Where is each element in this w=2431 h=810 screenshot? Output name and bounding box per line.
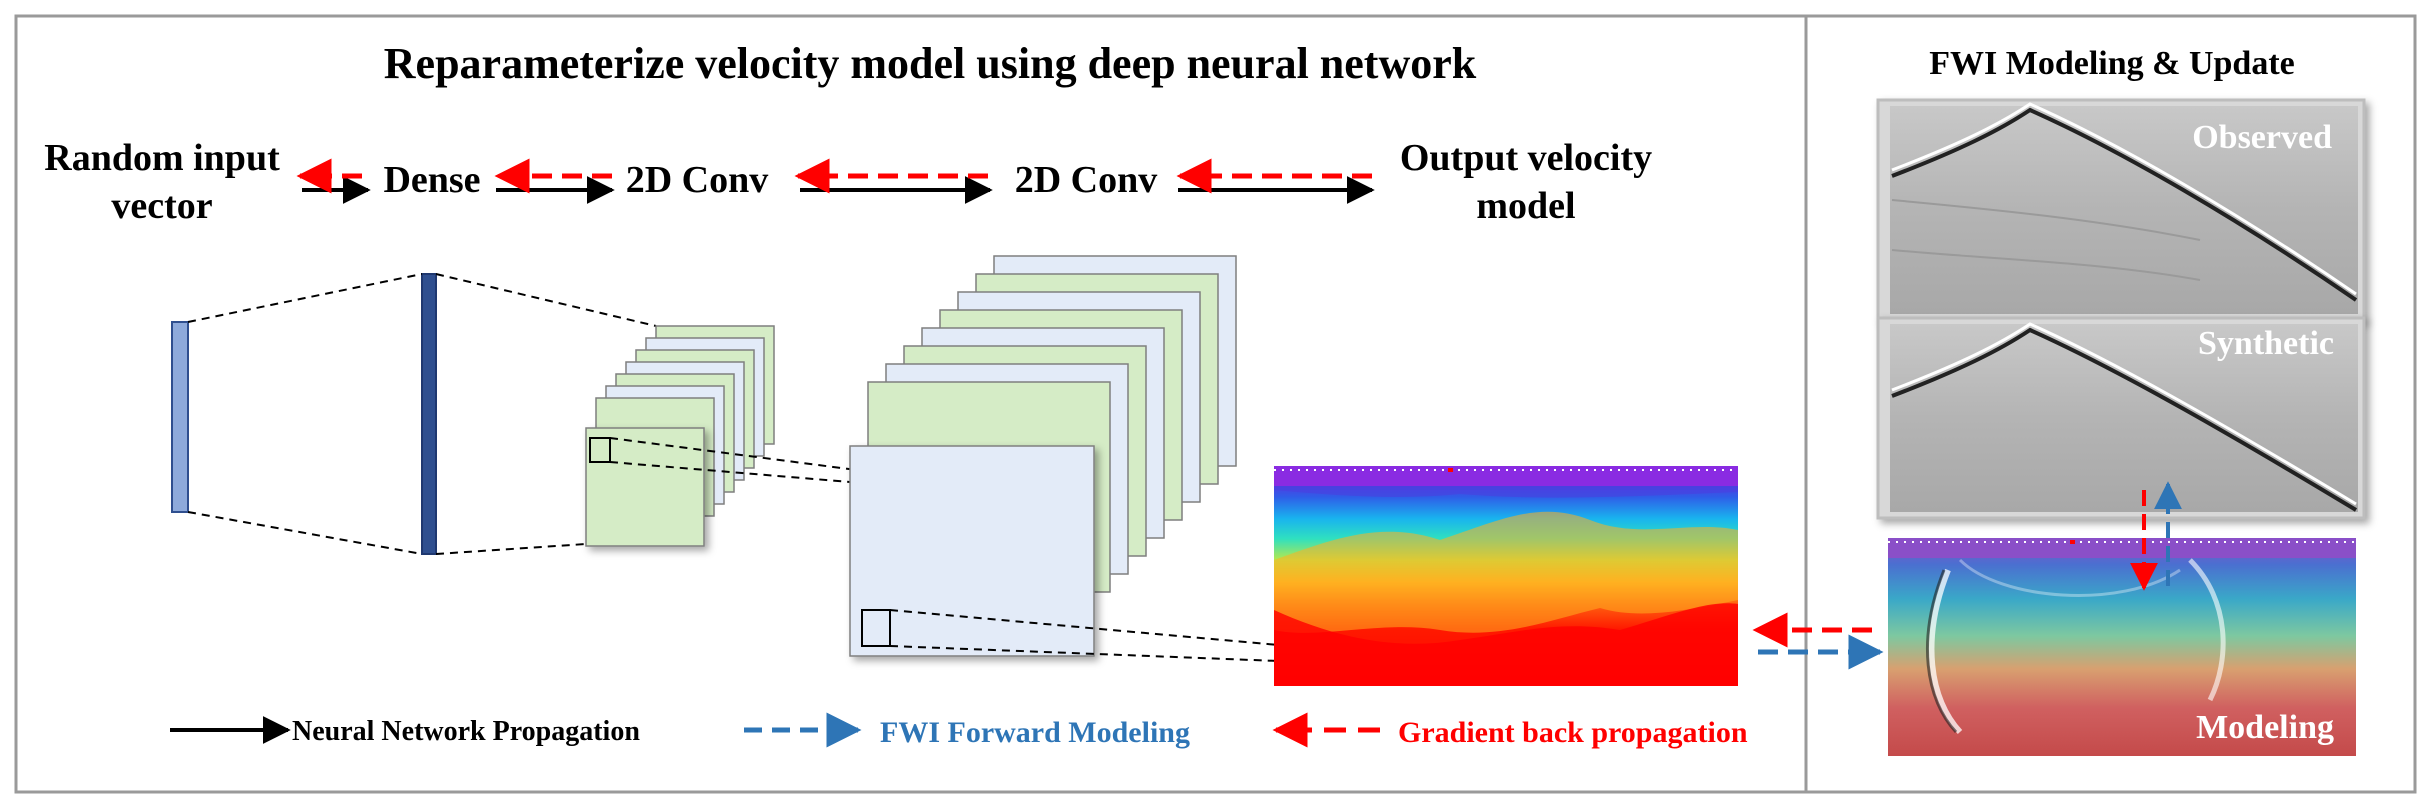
legend: Neural Network Propagation FWI Forward M…: [170, 712, 1748, 749]
kernel-connector-bottom: [609, 461, 851, 483]
conv2-feature-maps: [849, 255, 1357, 665]
synthetic-seismic: [1890, 324, 2358, 512]
dense-block: [171, 273, 657, 555]
conv2-kernel-window: [861, 609, 891, 647]
legend-fwi-label: FWI Forward Modeling: [880, 716, 1190, 749]
output-label-line2: model: [1476, 185, 1575, 227]
legend-nn-label: Neural Network Propagation: [292, 716, 640, 747]
modeling-label: Modeling: [2196, 709, 2334, 746]
velocity-layer-orange: [1274, 511, 1738, 633]
modeling-panel: Modeling: [1888, 538, 2356, 756]
dense-layer-bar: [421, 273, 437, 555]
output-label-line1: Output velocity: [1400, 137, 1652, 179]
right-title: FWI Modeling & Update: [1929, 45, 2295, 82]
input-label-line1: Random input: [44, 137, 280, 179]
dense-connector-bottom: [187, 511, 423, 555]
legend-grad-label: Gradient back propagation: [1398, 716, 1748, 749]
conv1-label: 2D Conv: [626, 159, 769, 201]
kernel-connector-top: [609, 437, 873, 473]
synthetic-label: Synthetic: [2198, 325, 2334, 362]
velocity-model-image: [1274, 466, 1738, 686]
source-marker: [1448, 468, 1453, 472]
output-connector-top: [889, 609, 1357, 653]
observed-noise: [1891, 199, 2201, 241]
main-title: Reparameterize velocity model using deep…: [384, 39, 1477, 88]
observed-label: Observed: [2192, 119, 2332, 156]
wavefront-left: [1928, 568, 1963, 735]
synthetic-event-dark: [1891, 327, 2358, 512]
conv1-kernel-window: [589, 437, 611, 463]
observed-event-light: [1891, 102, 2357, 296]
dense-label: Dense: [383, 159, 480, 201]
velocity-layer-red: [1274, 603, 1738, 686]
conv1-feature-maps: [585, 325, 873, 547]
pipeline-arrows: [296, 158, 1375, 204]
dense-to-conv-top: [435, 273, 657, 327]
modeling-water-layer: [1888, 538, 2356, 558]
observed-event-dark: [1891, 107, 2358, 302]
observed-seismic: [1890, 106, 2358, 314]
observed-noise: [1891, 249, 2201, 281]
velocity-water-layer: [1274, 466, 1738, 486]
output-connector-bottom: [889, 645, 1357, 665]
synthetic-event-light: [1891, 322, 2357, 506]
conv1-front-map: [585, 427, 705, 547]
wavefront-right: [2188, 558, 2226, 702]
modeling-source-marker: [2070, 540, 2075, 544]
conv2-label: 2D Conv: [1015, 159, 1158, 201]
modeling-field: [1888, 538, 2356, 756]
input-vector-bar: [171, 321, 189, 513]
wavefront-left-shadow: [1926, 569, 1958, 734]
observed-panel: Observed: [1876, 98, 2366, 322]
dense-connector-top: [187, 273, 423, 323]
input-label-line2: vector: [111, 185, 212, 227]
dense-to-conv-bottom: [435, 543, 587, 555]
synthetic-panel: Synthetic: [1876, 316, 2366, 520]
